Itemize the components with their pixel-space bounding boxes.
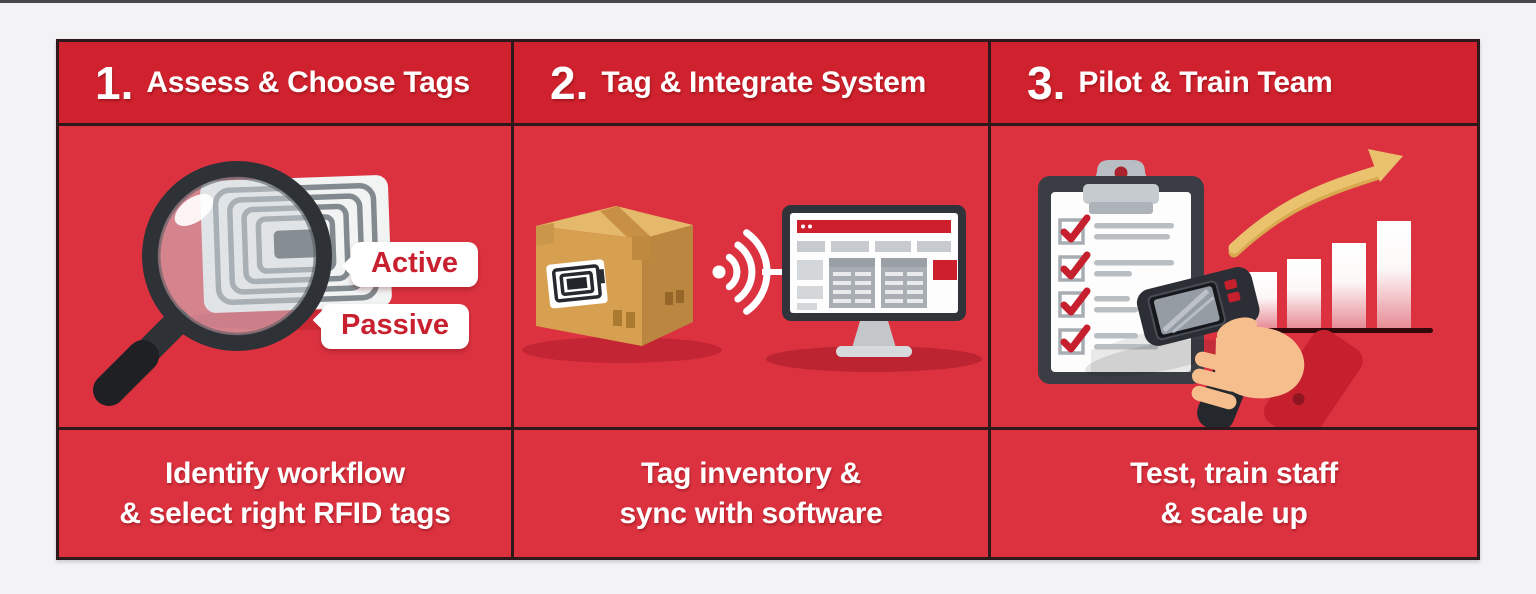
step1-illustration-panel: Active Passive (59, 126, 511, 427)
box-shadow (522, 337, 722, 363)
step3-caption: Test, train staff & scale up (991, 430, 1477, 557)
step1-caption-line1: Identify workflow (165, 456, 405, 490)
step3-illustration-panel (991, 126, 1477, 427)
hand-icon (1191, 317, 1363, 427)
dashboard-header-bar (797, 220, 951, 233)
box-sync-computer-illustration (522, 205, 982, 372)
dashboard-table-2 (881, 258, 927, 308)
magnifying-glass-icon (93, 161, 332, 406)
box-tape-top (600, 206, 650, 241)
wireless-signal-icon (712, 229, 784, 315)
step1-caption-line2: & select right RFID tags (119, 496, 451, 530)
dashboard-sidebar-blocks (797, 260, 823, 310)
cardboard-box-icon (536, 206, 693, 346)
step2-caption-line1: Tag inventory & (641, 456, 861, 490)
active-tag-label: Active (351, 242, 479, 287)
step2-number: 2. (550, 56, 589, 109)
checklist-item-2 (1058, 251, 1174, 282)
scanner-shadow (1085, 339, 1227, 377)
lens-rim (142, 161, 332, 351)
monitor-neck (852, 321, 896, 348)
growth-arrow-icon (1228, 149, 1403, 258)
top-edge-strip (0, 0, 1536, 3)
checklist-item-4 (1058, 324, 1158, 355)
step3-header: 3. Pilot & Train Team (991, 42, 1477, 123)
scanner-button-2 (1227, 291, 1241, 303)
step2-header: 2. Tag & Integrate System (514, 42, 988, 123)
step3-caption-line1: Test, train staff (1130, 456, 1338, 490)
rfid-label-icon (546, 259, 608, 309)
step2-caption-line2: sync with software (619, 496, 883, 530)
step1-title: Assess & Choose Tags (146, 65, 470, 99)
step1-caption: Identify workflow & select right RFID ta… (59, 430, 511, 557)
rfid-steps-infographic: 1. Assess & Choose Tags 2. Tag & Integra… (56, 39, 1480, 560)
scanner-button-1 (1224, 279, 1238, 290)
monitor-shadow (766, 346, 982, 372)
red-sleeve-cuff (1264, 329, 1363, 427)
checklist-items (1058, 214, 1174, 355)
step2-illustration-panel (514, 126, 988, 427)
passive-tag-label: Passive (321, 304, 470, 349)
checklist-scanner-growth-illustration (1038, 149, 1433, 427)
step1-header: 1. Assess & Choose Tags (59, 42, 511, 123)
box-tape-front (632, 236, 650, 260)
dashboard-tabs (797, 241, 951, 252)
step2-title: Tag & Integrate System (601, 65, 926, 99)
monitor-base (836, 346, 912, 357)
step2-caption: Tag inventory & sync with software (514, 430, 988, 557)
growth-bar-chart-icon (1227, 221, 1433, 333)
dashboard-red-tile (933, 260, 957, 280)
computer-monitor-icon (782, 205, 966, 357)
step3-number: 3. (1027, 56, 1066, 109)
step3-caption-line2: & scale up (1160, 496, 1308, 530)
step3-title: Pilot & Train Team (1078, 65, 1333, 99)
checklist-item-3 (1058, 287, 1138, 318)
lens-highlight (174, 194, 214, 226)
step1-number: 1. (95, 56, 134, 109)
dashboard-table-1 (829, 258, 875, 308)
checklist-item-1 (1058, 214, 1174, 245)
